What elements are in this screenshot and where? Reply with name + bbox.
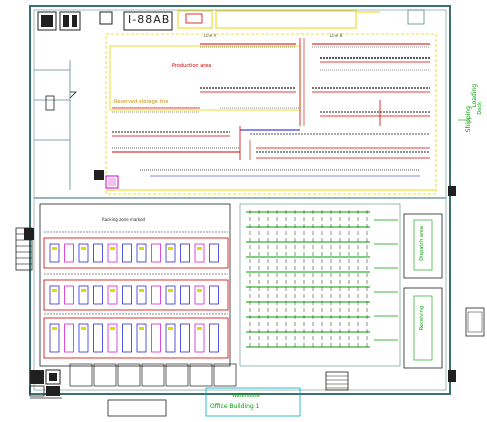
- rack-marker: [168, 247, 173, 250]
- rack-unit: [64, 285, 74, 305]
- rack-unit: [180, 323, 190, 353]
- right-bay-lower: [403, 287, 443, 369]
- rack-unit: [93, 323, 103, 353]
- rack-marker: [110, 289, 115, 292]
- rack-marker: [139, 289, 144, 292]
- rack-unit: [122, 285, 132, 305]
- rack-unit: [49, 323, 60, 353]
- rack-title: Racking zone marked: [102, 217, 146, 222]
- rack-row-1: [43, 237, 229, 269]
- magenta-equipment: [105, 175, 119, 189]
- rack-unit: [107, 243, 118, 263]
- rack-unit: [136, 285, 147, 305]
- rack-marker: [81, 327, 86, 330]
- rack-unit: [209, 243, 219, 263]
- rack-marker: [52, 289, 57, 292]
- shelving-zone-outline: [239, 203, 401, 367]
- rack-row-3: [43, 317, 229, 359]
- rack-unit: [180, 243, 190, 263]
- right-label-receiving: Receiving: [419, 306, 425, 331]
- bottom-small-rooms: [69, 363, 237, 387]
- rack-unit: [165, 243, 176, 263]
- yellow-box-top: [177, 10, 213, 29]
- rack-unit: [122, 243, 132, 263]
- rack-unit: [165, 285, 176, 305]
- annex-label-sub: Warehouse: [232, 393, 260, 399]
- rack-unit: [136, 243, 147, 263]
- rack-marker: [168, 289, 173, 292]
- rack-unit: [49, 243, 60, 263]
- rack-unit: [209, 285, 219, 305]
- rack-unit: [122, 323, 132, 353]
- rack-unit: [151, 285, 161, 305]
- rack-marker: [81, 289, 86, 292]
- rack-marker: [197, 247, 202, 250]
- title-block-label: I-88AB: [128, 13, 171, 26]
- left-offices: [34, 60, 77, 190]
- right-label-shipping: Shipping: [465, 106, 472, 133]
- outer-wall: [29, 5, 451, 395]
- rack-marker: [197, 327, 202, 330]
- rack-marker: [197, 289, 202, 292]
- rack-unit: [194, 323, 205, 353]
- rack-unit: [194, 243, 205, 263]
- rack-marker: [139, 247, 144, 250]
- rack-unit: [78, 323, 89, 353]
- rack-unit: [194, 285, 205, 305]
- rack-marker: [52, 247, 57, 250]
- rack-row-2: [43, 279, 229, 311]
- annex-label-main: Office Building 1: [210, 403, 260, 410]
- rack-marker: [110, 247, 115, 250]
- inner-wall: [33, 9, 447, 391]
- rack-unit: [64, 243, 74, 263]
- right-bay-upper: [403, 213, 443, 279]
- right-label-dock: Dock: [477, 102, 483, 115]
- rack-unit: [107, 285, 118, 305]
- upper-zone-outline: [105, 33, 437, 195]
- rack-marker: [110, 327, 115, 330]
- rack-unit: [136, 323, 147, 353]
- rack-marker: [139, 327, 144, 330]
- rack-unit: [64, 323, 74, 353]
- rack-unit: [49, 285, 60, 305]
- rack-marker: [52, 327, 57, 330]
- stair-hatch-icon: [325, 371, 349, 391]
- rack-unit: [93, 243, 103, 263]
- rack-unit: [151, 243, 161, 263]
- title-box: [123, 11, 173, 31]
- red-box-top: [185, 13, 203, 24]
- upper-zone-note: Reserved storage line: [114, 99, 169, 105]
- upper-zone-label: Production area: [172, 63, 212, 69]
- line-a-label: Line A: [204, 33, 217, 38]
- rack-unit: [107, 323, 118, 353]
- line-b-label: Line B: [330, 33, 343, 38]
- rack-unit: [93, 285, 103, 305]
- rack-unit: [165, 323, 176, 353]
- rack-unit: [78, 243, 89, 263]
- yellow-box-top-2: [215, 10, 357, 29]
- rack-units: [49, 243, 219, 353]
- annex-box: [205, 387, 301, 417]
- top-left-equipment: [37, 11, 113, 31]
- rack-zone-outline: [39, 203, 231, 367]
- rack-unit: [78, 285, 89, 305]
- rack-marker: [168, 327, 173, 330]
- rack-unit: [180, 285, 190, 305]
- bottom-left-equipment: [29, 369, 62, 399]
- top-right-door: [407, 9, 425, 25]
- production-lines-upper: [106, 43, 436, 191]
- right-outside-unit: [465, 307, 485, 337]
- right-label-dispatch: Dispatch area: [419, 226, 425, 261]
- right-label-loading: Loading: [471, 84, 478, 108]
- bottom-left-frame: [107, 399, 167, 417]
- rack-marker: [81, 247, 86, 250]
- shelving-grid: [246, 210, 398, 350]
- rack-unit: [209, 323, 219, 353]
- rack-unit: [151, 323, 161, 353]
